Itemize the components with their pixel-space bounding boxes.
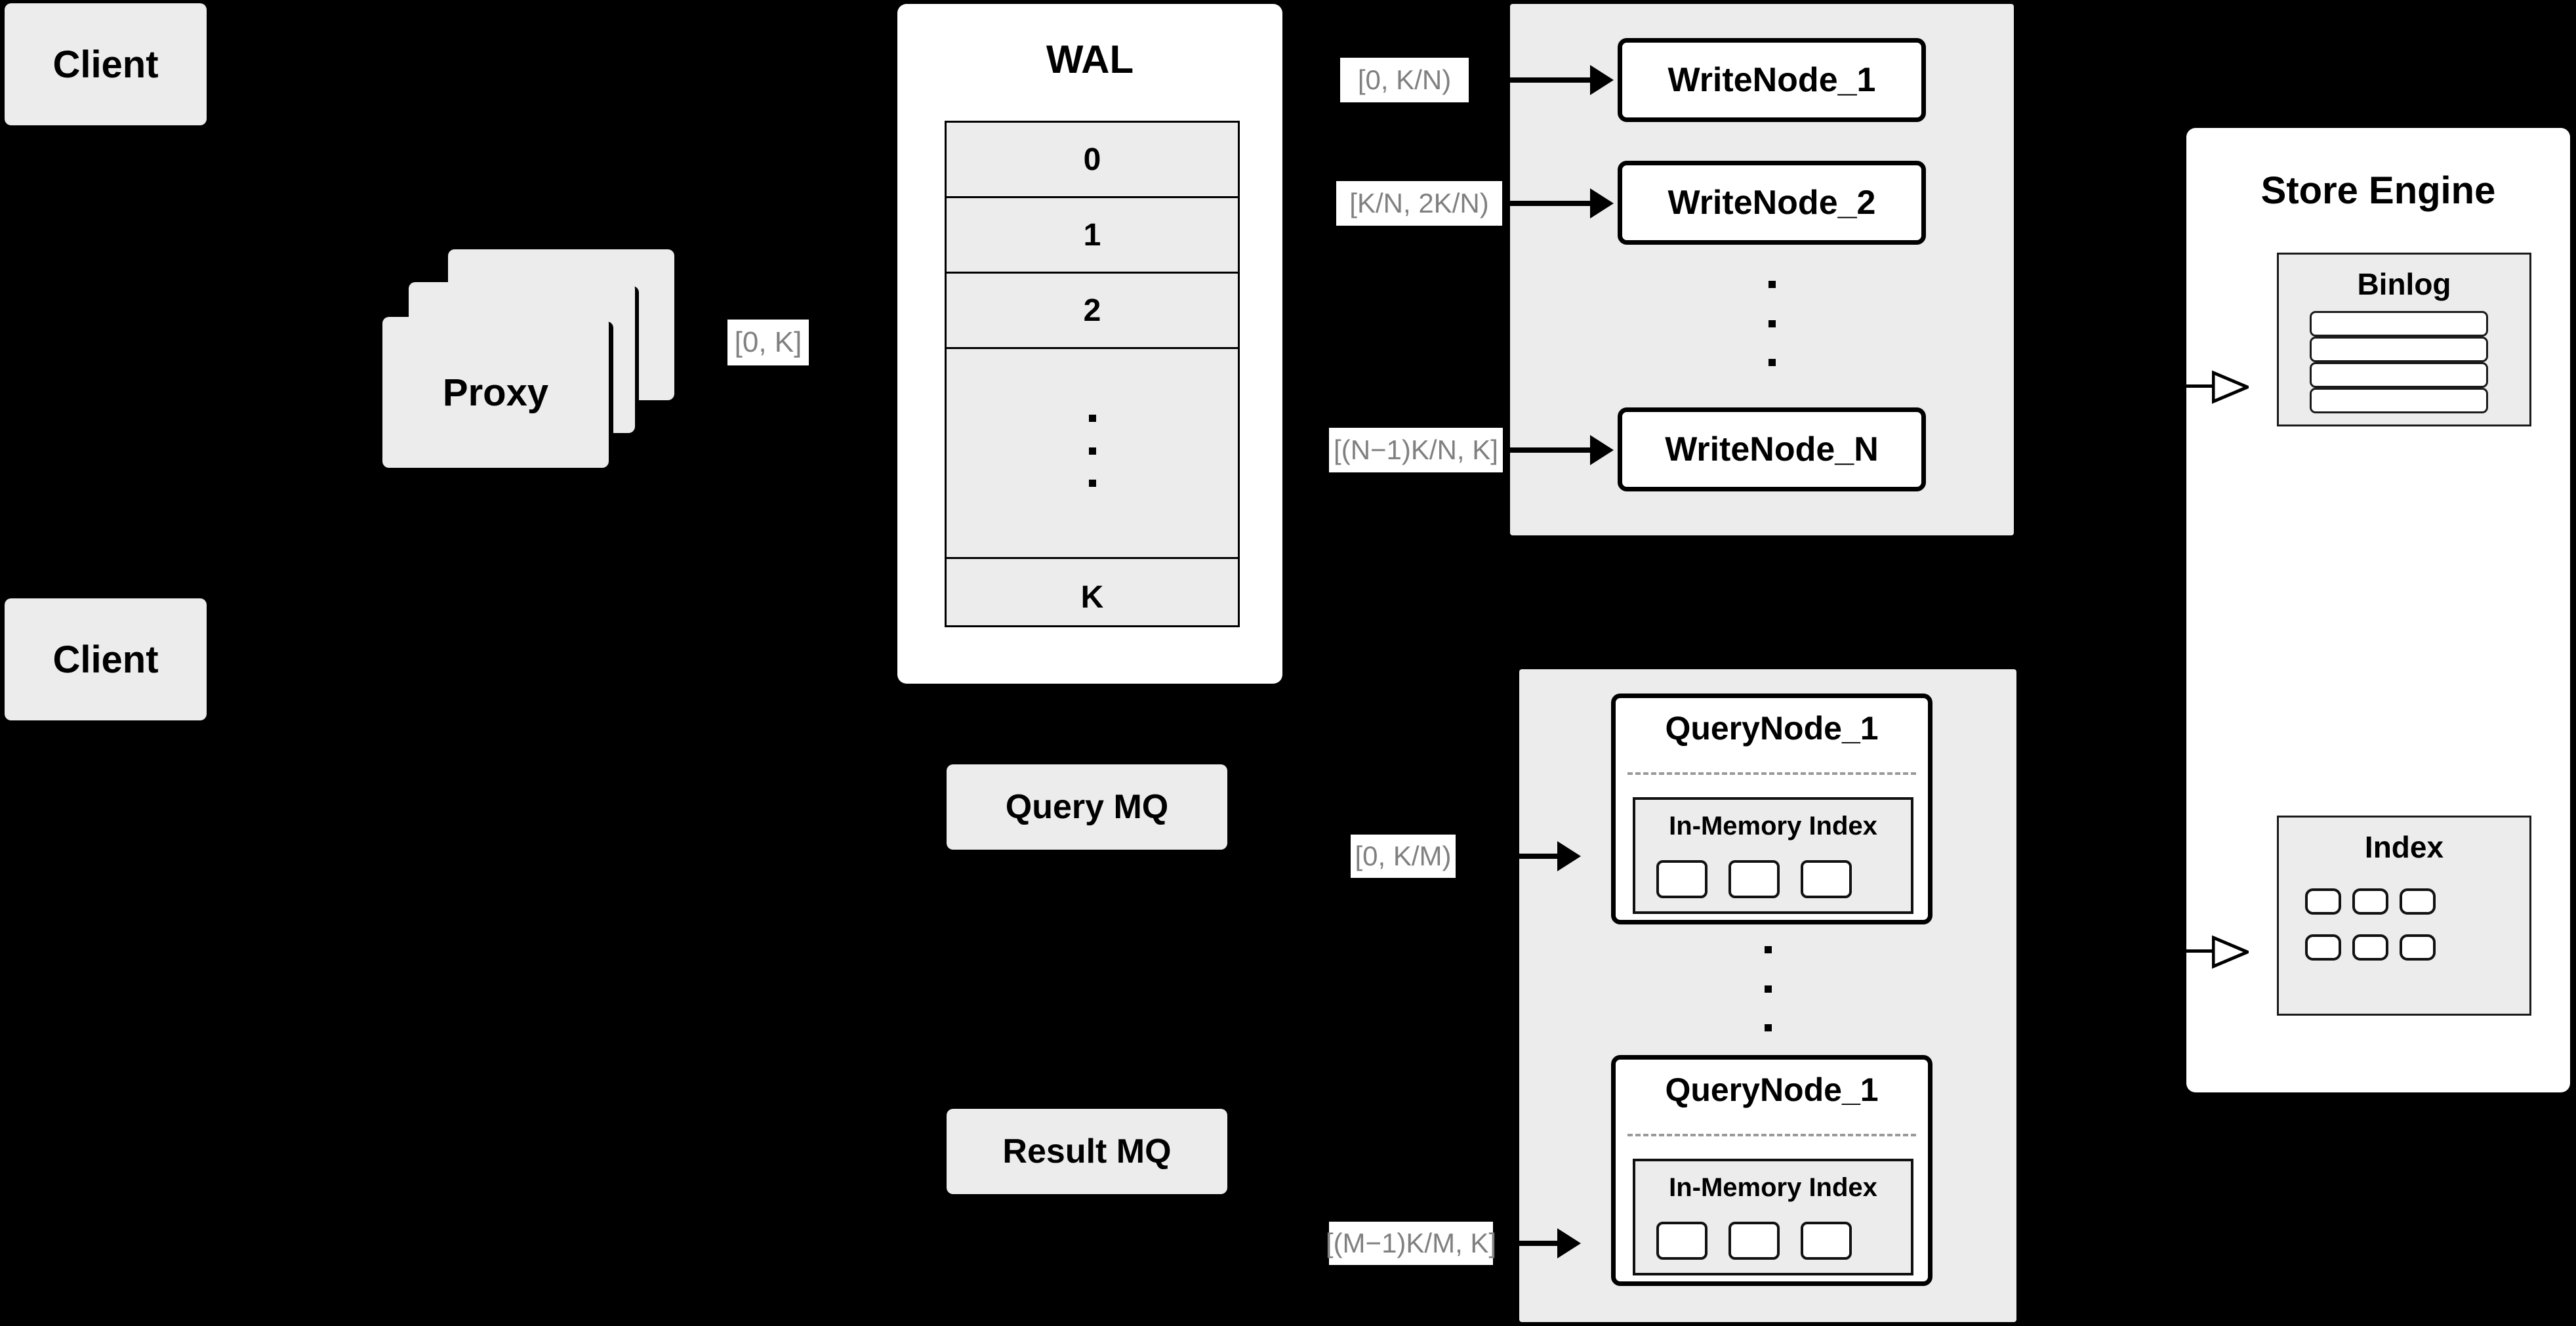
binlog-row[interactable] [2310,388,2488,413]
query-node-m-range-label: [(M−1)K/M, K] [1326,1222,1496,1265]
index-cell[interactable] [2400,888,2436,915]
binlog-row[interactable] [2310,362,2488,388]
proxy-node[interactable]: Proxy [382,317,609,468]
client-node-1-label: Client [52,43,159,86]
arrow-right-open-icon [2212,370,2249,404]
store-engine-title: Store Engine [2260,169,2496,212]
wal-panel: WAL 0 1 2 K [897,4,1282,684]
index-segment[interactable] [1801,1222,1852,1260]
arrow-to-query-node-m [1496,1241,1564,1246]
binlog-title: Binlog [2357,267,2451,301]
arrow-to-index-line [2184,949,2215,953]
proxy-to-wal-range-label: [0, K] [727,320,809,365]
arrow-to-write-node-2 [1504,201,1596,206]
wal-entry-ellipsis [947,349,1238,559]
arrow-right-filled-icon [1590,435,1614,465]
write-node-2[interactable] [1618,161,1926,245]
write-node-n[interactable] [1618,407,1926,491]
query-node-1-index-title: In-Memory Index [1669,812,1877,840]
wal-entry: 1 [947,198,1238,274]
write-node-2-range-label: [K/N, 2K/N) [1336,181,1502,226]
result-mq-label: Result MQ [1002,1132,1172,1171]
arrow-to-write-node-n [1504,447,1596,453]
arrow-right-filled-icon [1557,1228,1581,1258]
index-cell[interactable] [2352,934,2388,961]
binlog-row[interactable] [2310,311,2488,337]
index-cell[interactable] [2305,888,2341,915]
vertical-ellipsis-icon [1768,281,1776,366]
index-cell[interactable] [2400,934,2436,961]
index-title: Index [2364,830,2444,864]
write-node-1-label-wrap: WriteNode_1 [1667,61,1876,99]
arrow-right-filled-icon [1590,188,1614,218]
query-node-1-range-label: [0, K/M) [1351,835,1456,878]
index-segment[interactable] [1656,1222,1707,1260]
query-mq-label: Query MQ [1005,788,1169,826]
index-segment[interactable] [1656,860,1707,898]
index-segment[interactable] [1801,860,1852,898]
arrow-right-open-icon [2212,935,2249,969]
proxy-node-label: Proxy [442,371,549,414]
client-node-2[interactable]: Client [5,598,207,720]
query-node-1-title: QueryNode_1 [1665,710,1879,747]
store-engine-panel: Store Engine Binlog Index [2186,128,2570,1092]
write-node-1-range-label: [0, K/N) [1340,58,1469,102]
wal-entry: K [1080,579,1104,615]
client-node-2-label: Client [52,638,159,681]
write-node-2-label-wrap: WriteNode_2 [1667,184,1876,222]
index-segment[interactable] [1728,1222,1780,1260]
arrow-right-filled-icon [1557,841,1581,871]
wal-entry: 0 [947,123,1238,198]
binlog-row[interactable] [2310,337,2488,362]
wal-entry-list: 0 1 2 K [945,121,1240,627]
query-mq-node[interactable]: Query MQ [947,764,1227,850]
result-mq-node[interactable]: Result MQ [947,1109,1227,1194]
arrow-to-query-node-1 [1458,854,1563,859]
vertical-ellipsis-icon [1765,946,1772,1031]
index-segment[interactable] [1728,860,1780,898]
wal-entry: 2 [947,274,1238,349]
write-node-n-label-wrap: WriteNode_N [1665,430,1879,468]
write-node-n-range-label: [(N−1)K/N, K] [1329,428,1503,472]
client-node-1[interactable]: Client [5,3,207,125]
arrow-to-binlog-line [2184,384,2215,388]
wal-title: WAL [1046,37,1134,81]
query-node-m-in-memory-index: In-Memory Index [1633,1159,1913,1275]
query-node-m-index-title: In-Memory Index [1669,1173,1877,1202]
query-node-m-title: QueryNode_1 [1665,1071,1879,1108]
arrow-to-write-node-1 [1504,77,1596,83]
write-node-1[interactable] [1618,38,1926,122]
index-cell[interactable] [2305,934,2341,961]
query-node-m-divider [1627,1134,1916,1136]
index-box: Index [2277,816,2531,1016]
vertical-ellipsis-icon [1089,415,1096,487]
query-node-1-in-memory-index: In-Memory Index [1633,797,1913,914]
query-node-1-divider [1627,772,1916,775]
binlog-box: Binlog [2277,253,2531,426]
index-cell[interactable] [2352,888,2388,915]
arrow-right-filled-icon [1590,65,1614,95]
